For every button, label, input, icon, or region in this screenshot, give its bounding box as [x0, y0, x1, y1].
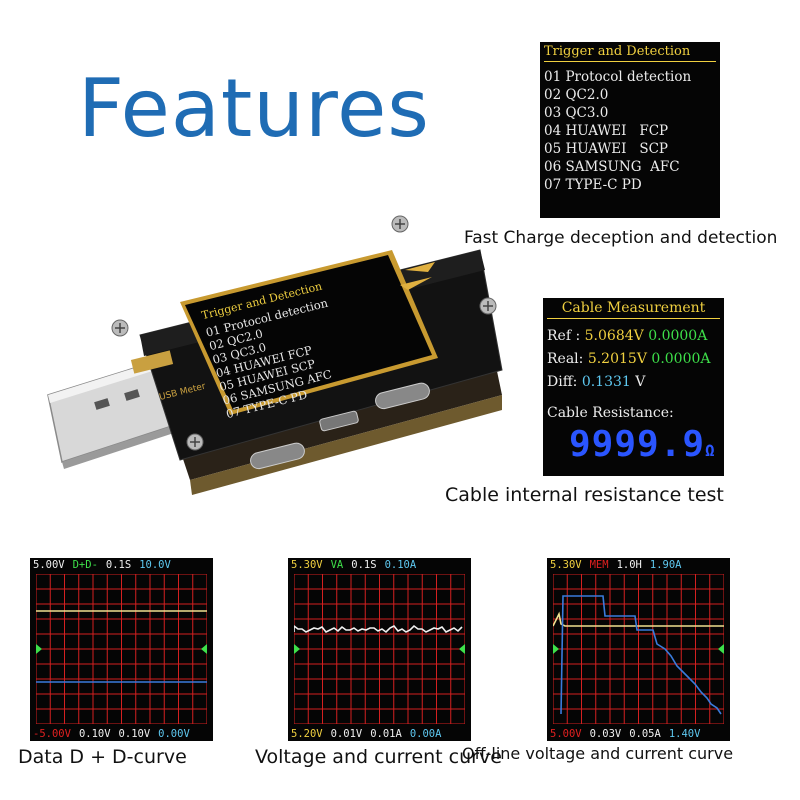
graph-bottom-value: 0.00V [158, 728, 190, 740]
trace-voltage [553, 611, 724, 627]
graph-top-value: 5.30V [550, 559, 582, 571]
graph-top-value: 5.00V [33, 559, 65, 571]
trigger-item: 05 HUAWEI SCP [544, 141, 669, 157]
graph-top-readout: 5.30V VA 0.1S 0.10A [288, 558, 471, 572]
ref-unit: V [633, 328, 644, 344]
graph-bottom-readout: 5.00V 0.03V 0.05A 1.40V [547, 727, 730, 741]
marker-left-icon [36, 644, 42, 654]
graph-bottom-value: 0.01A [370, 728, 402, 740]
trigger-item: 02 QC2.0 [544, 87, 609, 103]
graph-bottom-value: 0.10V [118, 728, 151, 740]
features-title: Features [78, 62, 430, 155]
marker-right-icon [459, 644, 465, 654]
cable-header: Cable Measurement [547, 300, 720, 319]
graph-bottom-value: 0.10V [78, 728, 111, 740]
graph-bottom-value: 5.20V [291, 728, 323, 740]
graph-top-value: MEM [589, 559, 609, 571]
graph-bottom-value: 0.00A [409, 728, 442, 740]
graph-bottom-readout: 5.20V 0.01V 0.01A 0.00A [288, 727, 471, 741]
graph-bottom-value: 0.01V [330, 728, 363, 740]
graph-top-value: 1.90A [649, 559, 682, 571]
ref-label: Ref : [547, 328, 581, 344]
trace-current [560, 595, 722, 715]
graph-bottom-value: -5.00V [33, 728, 71, 740]
real-voltage: 5.2015 [587, 351, 637, 367]
graph-caption: Off-line voltage and current curve [462, 744, 734, 763]
diff-voltage: 0.1331 [581, 374, 631, 390]
direction-arrows-icon [400, 262, 435, 290]
resistance-label: Cable Resistance: [547, 405, 674, 421]
graph-bottom-value: 1.40V [668, 728, 701, 740]
graph-top-value: 10.0V [139, 559, 171, 571]
marker-right-icon [201, 644, 207, 654]
marker-left-icon [553, 644, 559, 654]
ohm-unit: Ω [705, 441, 716, 460]
diff-unit: V [635, 374, 646, 390]
marker-left-icon [294, 644, 300, 654]
graph-plot [36, 574, 207, 724]
graph-top-value: 0.1S [351, 559, 377, 571]
trigger-detection-screen: Trigger and Detection 01 Protocol detect… [540, 42, 720, 218]
real-current: 0.0000A [651, 351, 711, 367]
graph-top-value: 0.1S [105, 559, 132, 571]
trigger-header: Trigger and Detection [544, 44, 716, 62]
graph-top-value: 0.10A [384, 559, 417, 571]
graph-top-value: 1.0H [616, 559, 642, 571]
graph-bottom-readout: -5.00V 0.10V 0.10V 0.00V [30, 727, 213, 741]
ref-current: 0.0000A [648, 328, 708, 344]
graph-top-value: D+D- [72, 559, 98, 571]
usb-plug [47, 359, 177, 469]
real-unit: V [636, 351, 647, 367]
marker-right-icon [718, 644, 724, 654]
graph-caption: Data D + D-curve [18, 746, 187, 768]
trigger-caption: Fast Charge deception and detection [464, 228, 778, 248]
resistance-value: 9999.9 [569, 424, 706, 465]
graph-screen: 5.30V MEM 1.0H 1.90A 5.00V 0.03V 0.05A 1.40V [547, 558, 730, 741]
cable-measurement-screen: Cable Measurement Ref : 5.0684V 0.0000A … [543, 298, 724, 476]
graph-bottom-value: 0.03V [589, 728, 622, 740]
graph-top-readout: 5.00V D+D- 0.1S 10.0V [30, 558, 213, 572]
ref-voltage: 5.0684 [584, 328, 634, 344]
graph-bottom-value: 0.05A [629, 728, 661, 740]
graph-plot [553, 574, 724, 724]
graph-bottom-value: 5.00V [550, 728, 582, 740]
graph-caption: Voltage and current curve [255, 746, 502, 768]
usb-c-port [250, 382, 430, 470]
trigger-item: 03 QC3.0 [544, 105, 609, 121]
graph-top-value: VA [330, 559, 344, 571]
device-screen [180, 250, 438, 415]
graph-plot [294, 574, 465, 724]
graph-top-readout: 5.30V MEM 1.0H 1.90A [547, 558, 730, 572]
trigger-item: 01 Protocol detection [544, 69, 692, 85]
real-label: Real: [547, 351, 584, 367]
screw-icon [111, 215, 497, 451]
trigger-item: 07 TYPE-C PD [544, 177, 642, 193]
graph-screen: 5.00V D+D- 0.1S 10.0V -5.00V 0.10V 0.10V 0.00V [30, 558, 213, 741]
cable-caption: Cable internal resistance test [445, 484, 724, 506]
trigger-item: 06 SAMSUNG AFC [544, 159, 680, 175]
diff-label: Diff: [547, 374, 578, 390]
trigger-item: 04 HUAWEI FCP [544, 123, 669, 139]
graph-screen: 5.30V VA 0.1S 0.10A 5.20V 0.01V 0.01A 0.00A [288, 558, 471, 741]
graph-top-value: 5.30V [291, 559, 323, 571]
trace-voltage [294, 624, 463, 634]
